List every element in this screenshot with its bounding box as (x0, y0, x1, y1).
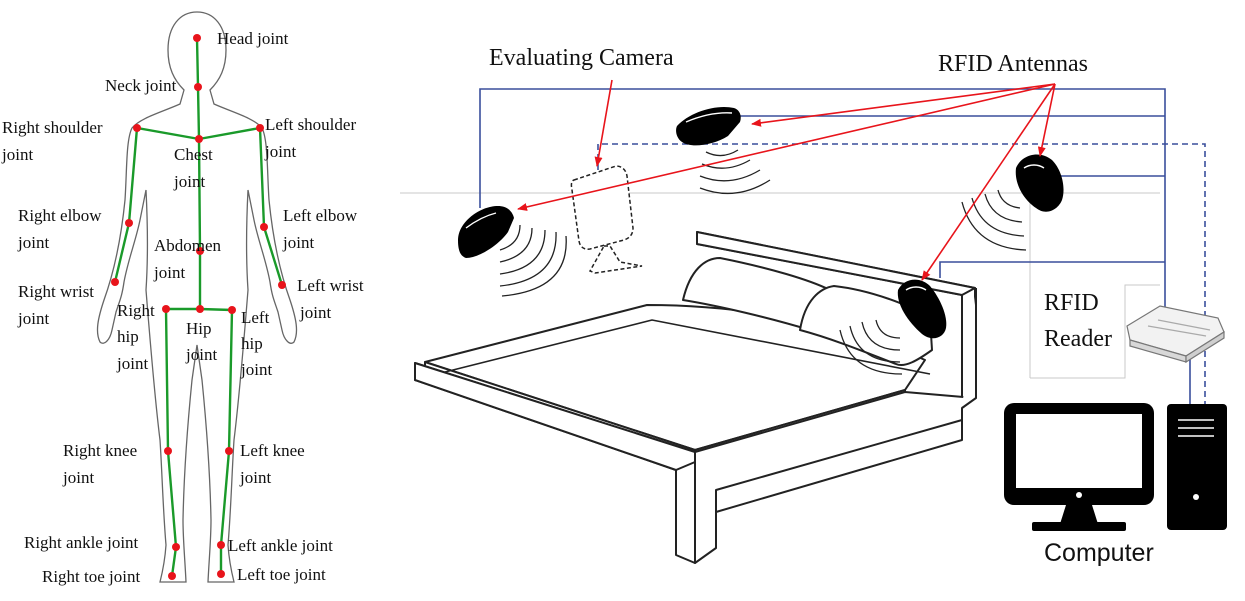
label-head-joint: Head joint (217, 29, 289, 48)
bone-lshoulder-lelbow (258, 126, 266, 229)
arrow-antenna-top (751, 83, 1056, 127)
label-right-wrist-joint: Right wrist joint (17, 282, 98, 328)
skeleton-lines (113, 36, 284, 578)
label-left-shoulder-joint: Left shoulder joint (264, 115, 360, 161)
bed (414, 231, 977, 564)
label-right-hip-joint: Right hip joint (116, 301, 159, 373)
joint-dot-right-elbow (125, 219, 133, 227)
bone-rhip-rknee (164, 307, 170, 453)
computer-monitor-stand (1060, 505, 1098, 524)
joint-dot-left-ankle (217, 541, 225, 549)
joint-dot-right-knee (164, 447, 172, 455)
joint-dots (111, 34, 286, 580)
label-rfid-antennas: RFID Antennas (938, 51, 1088, 77)
bone-lhip-lknee (227, 308, 234, 453)
computer (1004, 403, 1227, 531)
label-rfid-reader: RFID Reader (1044, 290, 1112, 352)
cable-bed-antenna (939, 261, 1165, 278)
label-neck-joint: Neck joint (105, 76, 177, 95)
label-right-elbow-joint: Right elbow joint (17, 206, 106, 252)
bone-lelbow-lwrist (262, 225, 284, 287)
joint-dot-right-wrist (111, 278, 119, 286)
joint-dot-abdomen (196, 247, 204, 255)
joint-dot-right-hip (162, 305, 170, 313)
joint-dot-left-knee (225, 447, 233, 455)
label-left-ankle-joint: Left ankle joint (228, 536, 333, 555)
arrow-antenna-right (1037, 83, 1056, 157)
joint-dot-left-wrist (278, 281, 286, 289)
bone-chest-lshoulder (197, 126, 262, 141)
bone-head-neck (195, 36, 200, 89)
joint-dot-left-hip (228, 306, 236, 314)
rfid-reader (1126, 305, 1225, 364)
label-chest-joint: Chest joint (173, 145, 217, 191)
arrow-antenna-left (517, 83, 1056, 211)
cable-left-antenna (479, 88, 1166, 310)
arrow-camera (594, 79, 613, 167)
bone-relbow-rwrist (113, 221, 131, 284)
camera-body (570, 165, 634, 250)
bone-rankle-rtoe (170, 545, 178, 578)
arrow-antenna-bed (921, 83, 1056, 281)
joint-dot-right-ankle (172, 543, 180, 551)
rfid-setup: Evaluating Camera RFID Antennas RFID Rea… (400, 45, 1227, 567)
bone-chest-rshoulder (135, 126, 201, 141)
joint-dot-right-shoulder (133, 124, 141, 132)
joint-dot-left-elbow (260, 223, 268, 231)
label-evaluating-camera: Evaluating Camera (489, 45, 674, 71)
joint-dot-left-shoulder (256, 124, 264, 132)
evaluating-camera (570, 165, 643, 274)
label-computer: Computer (1044, 539, 1154, 567)
rfid-antenna-bed (839, 279, 947, 375)
label-left-hip-joint: Left hip joint (240, 308, 274, 379)
camera-stand (588, 245, 643, 274)
bone-rshoulder-relbow (127, 126, 139, 225)
rfid-antenna-left (458, 206, 567, 297)
label-left-toe-joint: Left toe joint (237, 565, 326, 584)
bone-rknee-rankle (166, 449, 178, 549)
body-figure: Head joint Neck joint Right shoulder joi… (1, 11, 368, 586)
joint-dot-hip (196, 305, 204, 313)
bone-lknee-lankle (219, 449, 231, 547)
label-right-shoulder-joint: Right shoulder joint (1, 118, 107, 164)
joint-dot-head (193, 34, 201, 42)
annotation-arrows (517, 79, 1056, 281)
label-right-knee-joint: Right knee joint (62, 441, 141, 487)
joint-dot-chest (195, 135, 203, 143)
label-left-knee-joint: Left knee joint (239, 441, 309, 487)
bone-chest-abdomen (197, 137, 202, 253)
computer-tower (1167, 404, 1227, 530)
rfid-antenna-right (961, 154, 1064, 251)
label-left-elbow-joint: Left elbow joint (282, 206, 361, 252)
label-abdomen-joint: Abdomen joint (153, 236, 225, 282)
label-hip-joint: Hip joint (185, 319, 217, 364)
body-outline (96, 11, 298, 583)
label-right-toe-joint: Right toe joint (42, 567, 141, 586)
label-left-wrist-joint: Left wrist joint (297, 276, 368, 322)
joint-dot-left-toe (217, 570, 225, 578)
joint-dot-neck (194, 83, 202, 91)
joint-dot-right-toe (168, 572, 176, 580)
bone-hip-lhip (198, 307, 234, 312)
rfid-antenna-top (676, 106, 771, 194)
bone-neck-chest (196, 85, 201, 141)
label-right-ankle-joint: Right ankle joint (24, 533, 139, 552)
